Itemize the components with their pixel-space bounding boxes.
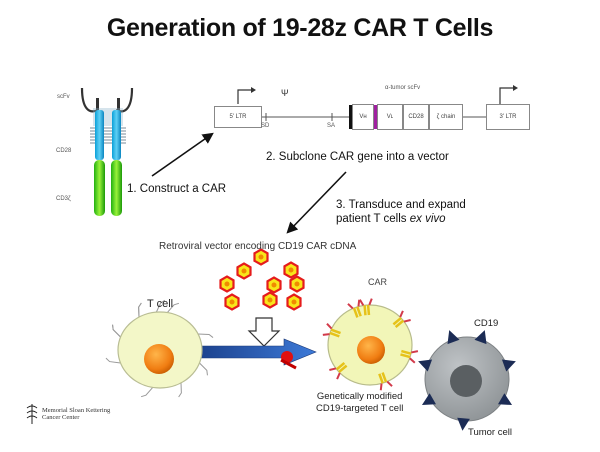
- sa-label: SA: [327, 123, 336, 129]
- car-construct-drawing: [80, 87, 134, 216]
- cd19-antigen: [457, 417, 470, 431]
- cd28-label: CD28: [56, 148, 72, 154]
- ltr5-box: 5' LTR: [214, 106, 262, 128]
- car-receptor: [358, 298, 373, 316]
- vh-box: Vʜ: [352, 104, 374, 130]
- t-cell: [105, 299, 214, 398]
- scfv-label: scFv: [57, 94, 70, 100]
- cd19-label: CD19: [474, 318, 499, 329]
- virus-particle: [262, 291, 278, 309]
- cd19-antigen: [498, 393, 513, 405]
- ltr3-box: 3' LTR: [486, 104, 530, 130]
- step3-label: 3. Transduce and expand patient T cells …: [336, 199, 466, 225]
- vl-box: Vʟ: [377, 104, 403, 130]
- cd19-antigen: [447, 330, 460, 345]
- transduction-arrow: [192, 338, 317, 366]
- vector-map: [237, 85, 518, 129]
- zeta-box: ζ chain: [429, 104, 463, 130]
- virus-particle: [266, 276, 282, 294]
- car-receptor: [392, 310, 411, 329]
- scfv-header-label: α-tumor scFv: [385, 85, 421, 91]
- msk-logo-icon: [26, 404, 38, 424]
- psi-label: Ψ: [281, 88, 289, 98]
- virus-particle: [236, 262, 252, 280]
- virus-particle: [289, 275, 305, 293]
- slide-title: Generation of 19-28z CAR T Cells: [106, 14, 494, 42]
- cd3z-label: CD3ζ: [56, 196, 71, 202]
- virus-particle: [219, 275, 235, 293]
- cd19-antigen: [501, 359, 516, 372]
- arrow-construct-to-vector: [151, 132, 214, 177]
- car-label: CAR: [368, 277, 388, 287]
- virus-particle: [283, 261, 299, 279]
- virus-particle: [253, 248, 269, 266]
- cd19-antigen: [421, 393, 436, 405]
- retroviral-label: Retroviral vector encoding CD19 CAR cDNA: [159, 241, 357, 252]
- cd19-antigen: [474, 330, 487, 345]
- car-receptor: [322, 322, 341, 338]
- car-t-cell: [322, 298, 419, 391]
- tumor-cell: [418, 330, 516, 431]
- cd19-antigen: [418, 359, 433, 372]
- step1-label: 1. Construct a CAR: [127, 183, 227, 195]
- virus-particle: [224, 293, 240, 311]
- tumor-cell-label: Tumor cell: [468, 427, 512, 438]
- arrow-vector-to-transduce: [286, 171, 347, 234]
- car-receptor: [378, 372, 393, 391]
- car-receptor: [329, 361, 348, 380]
- step2-label: 2. Subclone CAR gene into a vector: [266, 151, 449, 163]
- t-cell-label: T cell: [147, 298, 174, 310]
- car-receptor: [400, 349, 419, 364]
- car-receptor: [347, 299, 362, 318]
- hollow-down-arrow: [247, 317, 281, 347]
- retroviral-particles: [219, 248, 305, 311]
- cd28-box: CD28: [403, 104, 429, 130]
- sd-label: SD: [261, 123, 270, 129]
- virus-particle: [286, 293, 302, 311]
